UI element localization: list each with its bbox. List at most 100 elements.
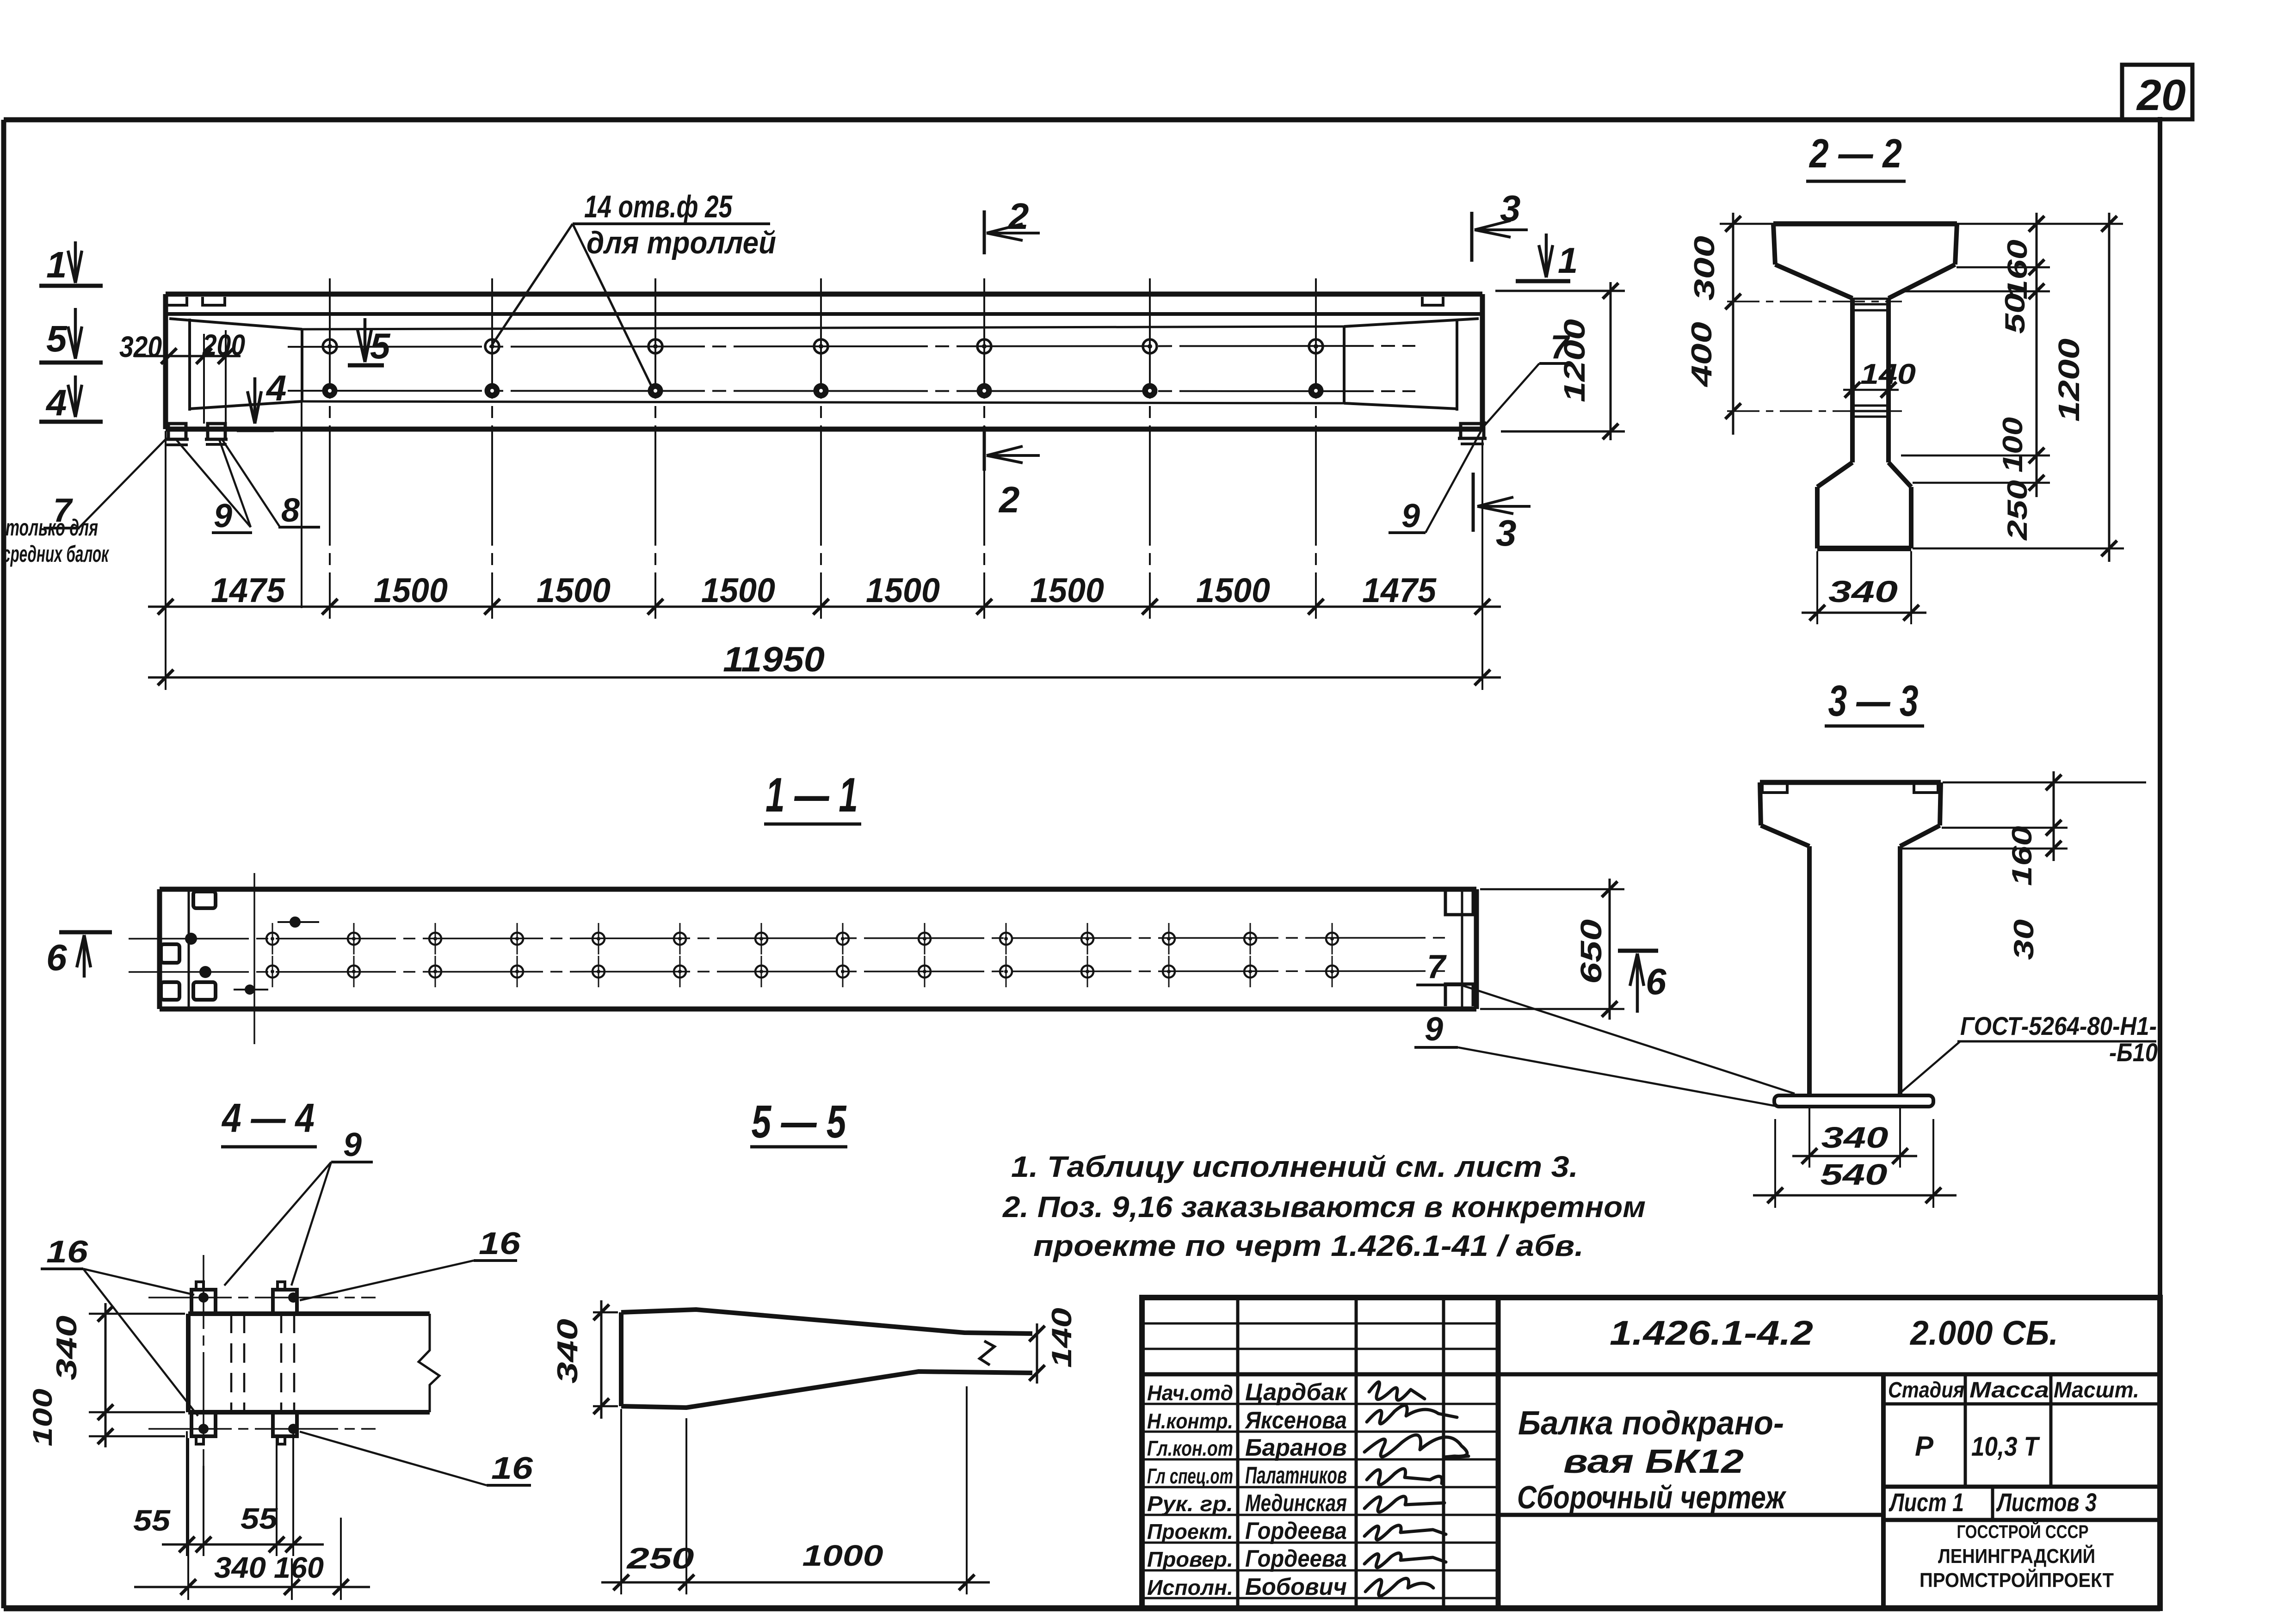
svg-text:1 — 1: 1 — 1 — [765, 768, 858, 822]
svg-text:1: 1 — [1558, 240, 1578, 281]
svg-text:1. Таблицу исполнений см. лис: 1. Таблицу исполнений см. лист 3. — [1011, 1150, 1578, 1183]
svg-text:140: 140 — [1046, 1308, 1077, 1368]
svg-text:1475: 1475 — [211, 571, 286, 609]
svg-text:Гордеева: Гордеева — [1245, 1518, 1347, 1544]
svg-text:Проект.: Проект. — [1147, 1519, 1233, 1544]
svg-text:Масса: Масса — [1969, 1378, 2049, 1403]
svg-text:2. Поз. 9,16 заказываются в ко: 2. Поз. 9,16 заказываются в конкретном — [1002, 1190, 1646, 1224]
svg-text:2.000 СБ.: 2.000 СБ. — [1909, 1314, 2058, 1352]
svg-text:средних балок: средних балок — [2, 541, 110, 567]
svg-text:2: 2 — [998, 479, 1020, 520]
svg-text:16: 16 — [46, 1234, 88, 1269]
svg-text:55: 55 — [241, 1502, 278, 1535]
svg-text:3: 3 — [1496, 512, 1517, 554]
svg-text:200: 200 — [202, 328, 245, 362]
svg-text:3 — 3: 3 — 3 — [1828, 677, 1919, 726]
svg-text:Балка подкрано-: Балка подкрано- — [1518, 1405, 1784, 1442]
svg-text:ГОССТРОЙ СССР: ГОССТРОЙ СССР — [1957, 1521, 2089, 1542]
svg-text:320: 320 — [119, 330, 162, 363]
svg-text:340: 340 — [1828, 574, 1898, 609]
svg-text:Провер.: Провер. — [1147, 1547, 1233, 1571]
svg-text:16: 16 — [479, 1226, 521, 1261]
svg-text:1.426.1-4.2: 1.426.1-4.2 — [1610, 1314, 1813, 1352]
svg-text:140: 140 — [1860, 358, 1916, 390]
svg-text:Гордеева: Гордеева — [1245, 1545, 1347, 1572]
svg-text:1500: 1500 — [1030, 571, 1104, 609]
svg-text:Бобович: Бобович — [1245, 1574, 1347, 1600]
svg-text:5: 5 — [370, 326, 391, 366]
svg-text:400: 400 — [1686, 322, 1718, 388]
svg-text:100: 100 — [28, 1389, 58, 1446]
svg-text:14 отв.ф 25: 14 отв.ф 25 — [584, 189, 733, 224]
svg-text:Баранов: Баранов — [1245, 1434, 1347, 1461]
svg-text:Сборочный чертеж: Сборочный чертеж — [1517, 1479, 1787, 1515]
svg-text:340: 340 — [214, 1551, 266, 1584]
svg-text:5: 5 — [46, 318, 68, 359]
svg-text:1500: 1500 — [374, 571, 448, 609]
svg-text:5 — 5: 5 — 5 — [752, 1096, 847, 1148]
svg-text:4: 4 — [45, 382, 67, 423]
svg-text:160: 160 — [2002, 240, 2033, 300]
svg-text:11950: 11950 — [723, 640, 825, 679]
svg-text:Гл спец.от: Гл спец.от — [1147, 1464, 1233, 1488]
svg-text:Листов 3: Листов 3 — [1996, 1488, 2097, 1517]
svg-text:160: 160 — [274, 1551, 324, 1584]
svg-text:1500: 1500 — [1196, 571, 1270, 609]
svg-text:55: 55 — [133, 1504, 171, 1537]
svg-text:1500: 1500 — [537, 571, 611, 609]
svg-text:1500: 1500 — [866, 571, 940, 609]
svg-text:1200: 1200 — [2052, 338, 2086, 422]
svg-text:1200: 1200 — [1558, 319, 1591, 402]
svg-text:50: 50 — [2000, 293, 2031, 334]
svg-text:340: 340 — [552, 1319, 584, 1384]
svg-text:250: 250 — [2002, 480, 2033, 541]
svg-text:ПРОМСТРОЙПРОЕКТ: ПРОМСТРОЙПРОЕКТ — [1920, 1568, 2114, 1592]
svg-text:2 — 2: 2 — 2 — [1808, 130, 1902, 176]
svg-text:540: 540 — [1821, 1158, 1888, 1191]
svg-text:30: 30 — [2008, 919, 2039, 960]
svg-text:Нач.отд: Нач.отд — [1147, 1381, 1233, 1405]
svg-text:ГОСТ-5264-80-Н1-: ГОСТ-5264-80-Н1- — [1960, 1011, 2157, 1040]
svg-text:Исполн.: Исполн. — [1147, 1575, 1233, 1599]
svg-text:6: 6 — [1646, 961, 1666, 1002]
svg-text:4 — 4: 4 — 4 — [221, 1095, 315, 1141]
svg-text:2: 2 — [1007, 196, 1029, 237]
svg-text:650: 650 — [1574, 919, 1608, 984]
svg-text:вая БК12: вая БК12 — [1563, 1443, 1744, 1480]
svg-text:только для: только для — [6, 515, 98, 541]
svg-text:Н.контр.: Н.контр. — [1147, 1409, 1233, 1433]
svg-text:ЛЕНИНГРАДСКИЙ: ЛЕНИНГРАДСКИЙ — [1938, 1544, 2095, 1568]
svg-text:Стадия: Стадия — [1888, 1378, 1964, 1403]
svg-text:3: 3 — [1500, 188, 1521, 229]
svg-text:250: 250 — [626, 1542, 694, 1575]
svg-text:9: 9 — [1425, 1011, 1443, 1048]
svg-text:Р: Р — [1915, 1431, 1934, 1462]
svg-text:9: 9 — [343, 1126, 362, 1163]
svg-text:1475: 1475 — [1362, 571, 1437, 609]
svg-text:20: 20 — [2136, 71, 2186, 120]
svg-text:340: 340 — [1821, 1121, 1889, 1154]
svg-text:1000: 1000 — [802, 1539, 883, 1572]
svg-text:6: 6 — [46, 937, 67, 978]
svg-text:Яксенова: Яксенова — [1244, 1407, 1347, 1434]
svg-text:340: 340 — [51, 1316, 83, 1380]
svg-text:7: 7 — [1550, 329, 1570, 366]
svg-text:300: 300 — [1689, 236, 1721, 301]
svg-text:Мединская: Мединская — [1245, 1490, 1347, 1517]
svg-text:9: 9 — [214, 498, 232, 535]
svg-text:10,3 Т: 10,3 Т — [1971, 1432, 2040, 1462]
svg-text:Цардбак: Цардбак — [1245, 1379, 1348, 1406]
svg-text:160: 160 — [2006, 826, 2037, 886]
svg-text:4: 4 — [265, 368, 286, 408]
svg-text:1500: 1500 — [701, 571, 775, 609]
svg-text:Гл.кон.от: Гл.кон.от — [1147, 1436, 1233, 1460]
svg-text:проекте по черт 1.426.1-41 / а: проекте по черт 1.426.1-41 / абв. — [1033, 1229, 1584, 1262]
svg-text:7: 7 — [1427, 948, 1447, 985]
svg-text:8: 8 — [281, 492, 300, 529]
svg-text:для троллей: для троллей — [586, 225, 776, 260]
svg-text:Лист 1: Лист 1 — [1889, 1488, 1964, 1517]
svg-text:Рук. гр.: Рук. гр. — [1147, 1492, 1233, 1516]
svg-text:Масшт.: Масшт. — [2054, 1378, 2139, 1403]
svg-text:Палатников: Палатников — [1245, 1462, 1347, 1489]
svg-text:100: 100 — [1997, 417, 2028, 473]
